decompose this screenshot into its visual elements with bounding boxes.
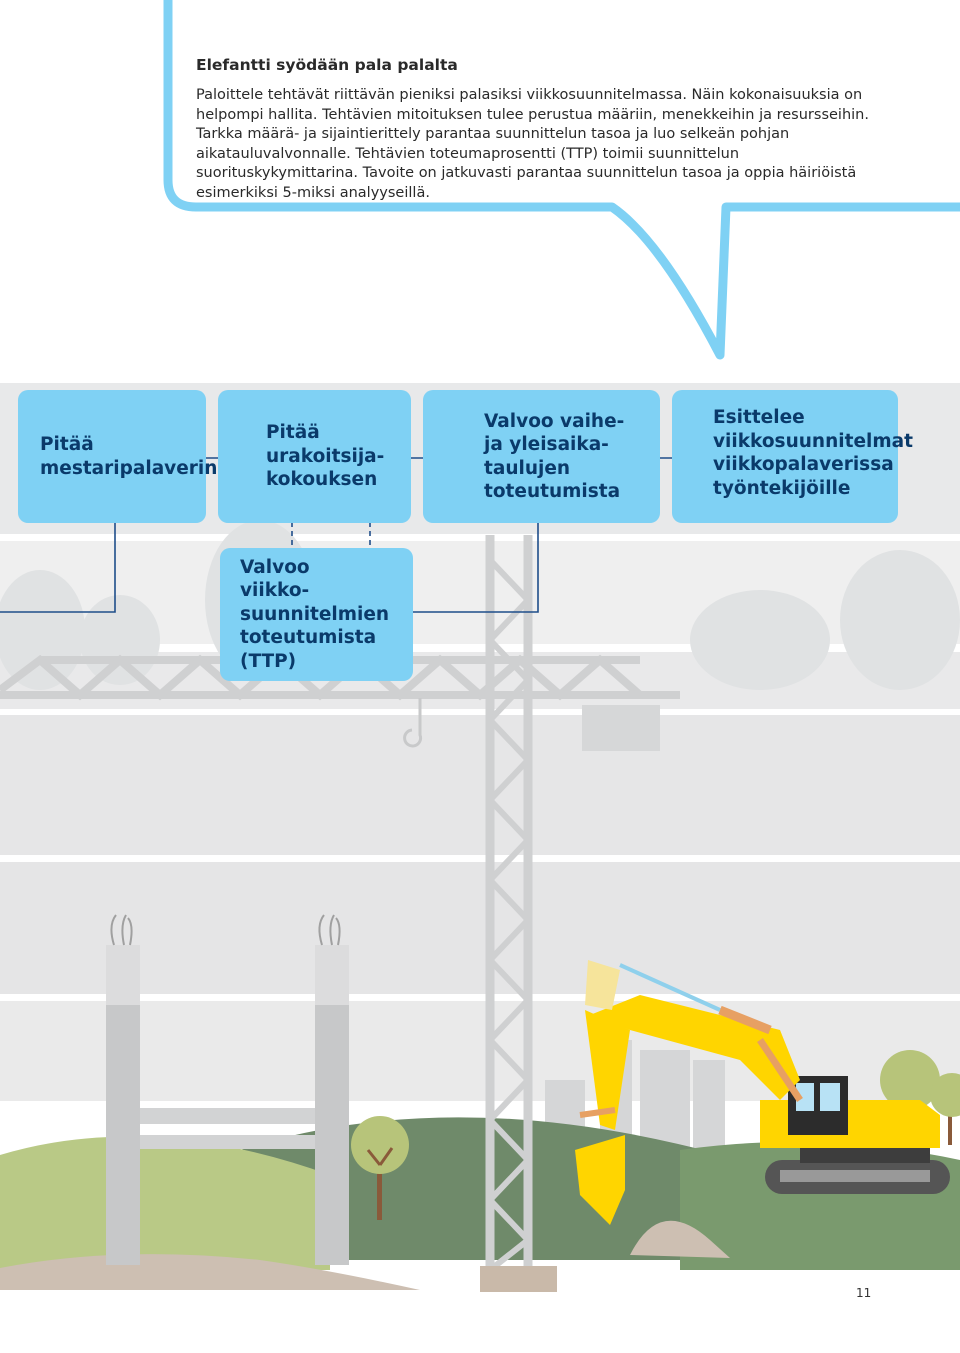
flow-box-3-label: Valvoo vaihe- ja yleisaika- taulujen tot…: [484, 410, 625, 503]
crane-hook: [403, 698, 423, 748]
flow-box-1-label: Pitää mestaripalaverin: [40, 434, 218, 479]
grey-background-bands: [0, 383, 960, 1101]
flow-box-5-label: Valvoo viikko- suunnitelmien toteutumist…: [240, 556, 390, 672]
flow-box-urakoitsijakokous: Pitää urakoitsija- kokouksen: [218, 390, 411, 523]
flow-box-viikkopalaveri: Esittelee viikkosuunnitelmat viikkopalav…: [672, 390, 913, 523]
feedback-to-box3: [413, 510, 539, 613]
speech-bubble-outline: [163, 0, 960, 360]
tree-left: [351, 1116, 409, 1220]
flow-box-2-label: Pitää urakoitsija- kokouksen: [266, 422, 385, 491]
crane-counterweight: [582, 705, 660, 751]
flow-box-ttp-valvonta: Valvoo viikko- suunnitelmien toteutumist…: [220, 548, 413, 681]
feedback-to-box1: [0, 510, 116, 613]
flow-box-aikataulujen-valvonta: Valvoo vaihe- ja yleisaika- taulujen tot…: [423, 390, 660, 523]
ground-dirt: [0, 1220, 730, 1290]
concrete-columns: [106, 914, 349, 1265]
bubble-body: Paloittele tehtävät riittävän pieniksi p…: [196, 87, 869, 201]
crane-base: [480, 1266, 557, 1292]
trees-right: [880, 1050, 960, 1155]
page-number: 11: [856, 1286, 872, 1300]
flow-box-4-label: Esittelee viikkosuunnitelmat viikkopalav…: [713, 407, 913, 499]
flow-box-mestaripalaveri: Pitää mestaripalaverin: [18, 390, 217, 523]
speech-bubble: Elefantti syödään pala palalta Paloittel…: [196, 56, 886, 203]
bubble-title: Elefantti syödään pala palalta: [196, 56, 458, 74]
excavator: [575, 960, 950, 1225]
light-hill: [0, 1136, 330, 1270]
crane-tower: [485, 535, 533, 1273]
